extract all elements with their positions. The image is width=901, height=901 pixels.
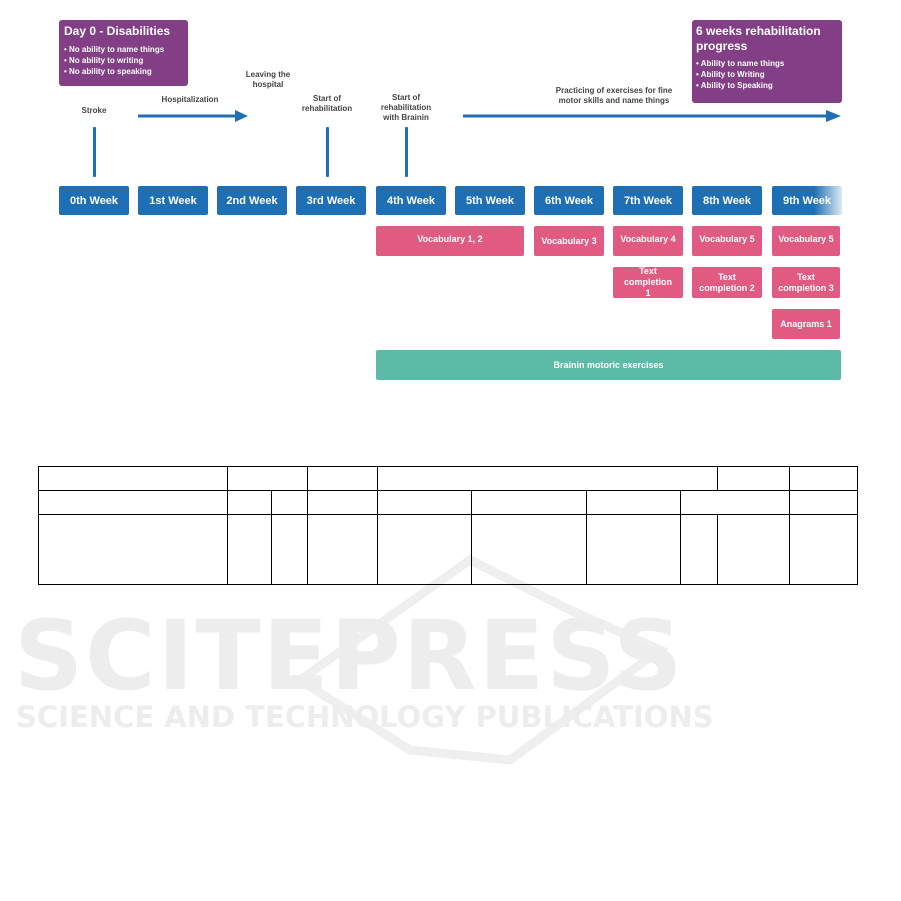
progress-item: Ability to name things xyxy=(696,58,838,69)
progress-item: Ability to Writing xyxy=(696,69,838,80)
label-start-rehabilitation: Start of rehabilitation xyxy=(301,94,353,113)
data-table xyxy=(38,466,858,585)
progress-title: 6 weeks rehabilitation progress xyxy=(696,24,821,53)
table-cell xyxy=(270,490,308,515)
table-cell xyxy=(226,490,272,515)
week-4: 4th Week xyxy=(376,186,446,215)
table-cell xyxy=(38,514,228,585)
day0-list: No ability to name things No ability to … xyxy=(64,44,183,77)
task-brainin-motoric-exercises: Brainin motoric exercises xyxy=(376,350,841,380)
task-vocabulary-3: Vocabulary 3 xyxy=(534,226,604,256)
watermark: SCITEPRESS SCIENCE AND TECHNOLOGY PUBLIC… xyxy=(0,500,901,800)
label-stroke: Stroke xyxy=(81,106,107,115)
week-2: 2nd Week xyxy=(217,186,287,215)
day0-title: Day 0 - Disabilities xyxy=(64,24,171,38)
table-header-row xyxy=(38,466,858,491)
week-9: 9th Week xyxy=(772,186,842,215)
table-cell xyxy=(471,490,588,515)
week-6: 6th Week xyxy=(534,186,604,215)
watermark-subtitle: SCIENCE AND TECHNOLOGY PUBLICATIONS xyxy=(16,700,714,734)
marker-stroke xyxy=(93,127,96,177)
data-table-grid xyxy=(38,466,858,585)
table-cell xyxy=(306,466,378,491)
table-cell xyxy=(717,514,791,585)
task-text-completion-3: Text completion 3 xyxy=(772,267,840,298)
task-text-completion-2: Text completion 2 xyxy=(692,267,762,298)
week-8: 8th Week xyxy=(692,186,762,215)
progress-box: 6 weeks rehabilitation progress Ability … xyxy=(692,20,842,103)
day0-disabilities-box: Day 0 - Disabilities No ability to name … xyxy=(59,20,188,86)
table-cell xyxy=(38,466,228,491)
label-practicing: Practicing of exercises for fine motor s… xyxy=(555,86,673,105)
table-cell xyxy=(306,514,378,585)
table-cell xyxy=(680,514,719,585)
table-cell xyxy=(680,490,791,515)
day0-item: No ability to writing xyxy=(64,55,183,66)
task-anagrams-1: Anagrams 1 xyxy=(772,309,840,339)
progress-item: Ability to Speaking xyxy=(696,80,838,91)
table-cell xyxy=(789,490,858,515)
week-7: 7th Week xyxy=(613,186,683,215)
table-cell xyxy=(717,466,791,491)
table-cell xyxy=(376,514,473,585)
table-subheader-row xyxy=(38,490,858,515)
progress-list: Ability to name things Ability to Writin… xyxy=(696,58,838,91)
watermark-title: SCITEPRESS xyxy=(14,600,685,712)
table-row xyxy=(38,514,858,585)
table-cell xyxy=(586,490,682,515)
label-leaving-hospital: Leaving the hospital xyxy=(245,70,291,89)
table-cell xyxy=(306,490,378,515)
week-1: 1st Week xyxy=(138,186,208,215)
table-cell xyxy=(38,490,228,515)
marker-start-brainin xyxy=(405,127,408,177)
marker-start-rehabilitation xyxy=(326,127,329,177)
task-vocabulary-5-week9: Vocabulary 5 xyxy=(772,226,840,256)
label-start-brainin: Start of rehabilitation with Brainin xyxy=(380,93,432,122)
table-cell xyxy=(226,466,308,491)
day0-item: No ability to name things xyxy=(64,44,183,55)
table-cell xyxy=(586,514,682,585)
table-cell xyxy=(376,466,719,491)
task-vocabulary-1-2: Vocabulary 1, 2 xyxy=(376,226,524,256)
arrow-practicing xyxy=(463,110,841,122)
week-3: 3rd Week xyxy=(296,186,366,215)
table-cell xyxy=(789,514,858,585)
task-vocabulary-4: Vocabulary 4 xyxy=(613,226,683,256)
table-cell xyxy=(270,514,308,585)
task-vocabulary-5-week8: Vocabulary 5 xyxy=(692,226,762,256)
table-cell xyxy=(226,514,272,585)
label-hospitalization: Hospitalization xyxy=(161,95,219,104)
table-cell xyxy=(789,466,858,491)
week-5: 5th Week xyxy=(455,186,525,215)
arrow-hospitalization xyxy=(138,110,248,122)
table-cell xyxy=(376,490,473,515)
week-0: 0th Week xyxy=(59,186,129,215)
day0-item: No ability to speaking xyxy=(64,66,183,77)
task-text-completion-1: Text completion 1 xyxy=(613,266,683,298)
table-cell xyxy=(471,514,588,585)
